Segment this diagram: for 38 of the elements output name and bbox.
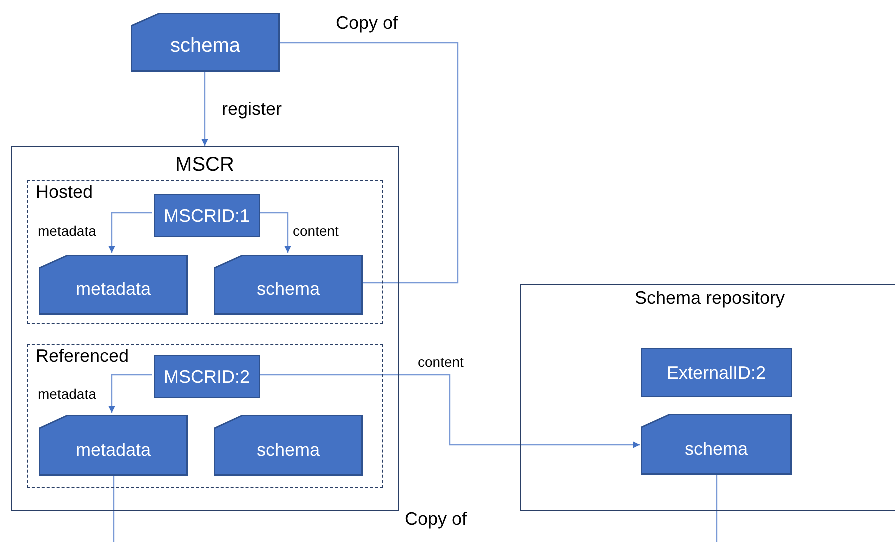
node-label: metadata [74,279,152,300]
document-shape [39,415,188,476]
connector [258,374,640,448]
node-label: schema [684,438,750,460]
node-label: MSCRID:1 [162,206,251,227]
node-label: schema [256,440,322,461]
process-box [641,348,792,397]
edge-label: Copy of [404,509,468,530]
connector [280,42,459,284]
process-box [154,194,260,237]
connector [258,212,292,253]
document-shape [641,414,792,475]
document-shape [39,255,188,315]
edge-label: Copy of [335,13,400,34]
edge-label: metadata [37,223,98,239]
group-title: Hosted [36,182,94,203]
connector [202,72,208,146]
group-title: Referenced [36,346,130,367]
node-label: metadata [74,440,152,461]
connector [113,474,718,542]
connector [108,374,152,413]
process-box [154,355,260,398]
node-label: MSCRID:2 [162,366,251,388]
edge-label: register [221,99,284,120]
container-frame [11,146,399,511]
group-title: Schema repository [634,288,786,309]
node-label: schema [256,279,322,300]
document-shape [214,415,363,476]
container-frame [520,284,895,511]
document-shape [214,255,363,315]
connector [108,212,152,253]
dashed-group [27,180,383,324]
edge-label: metadata [37,386,98,402]
node-label: ExternalID:2 [666,362,768,384]
dashed-group [27,344,383,488]
group-title: MSCR [174,154,236,177]
document-shape [131,13,280,72]
node-label: schema [169,35,242,58]
